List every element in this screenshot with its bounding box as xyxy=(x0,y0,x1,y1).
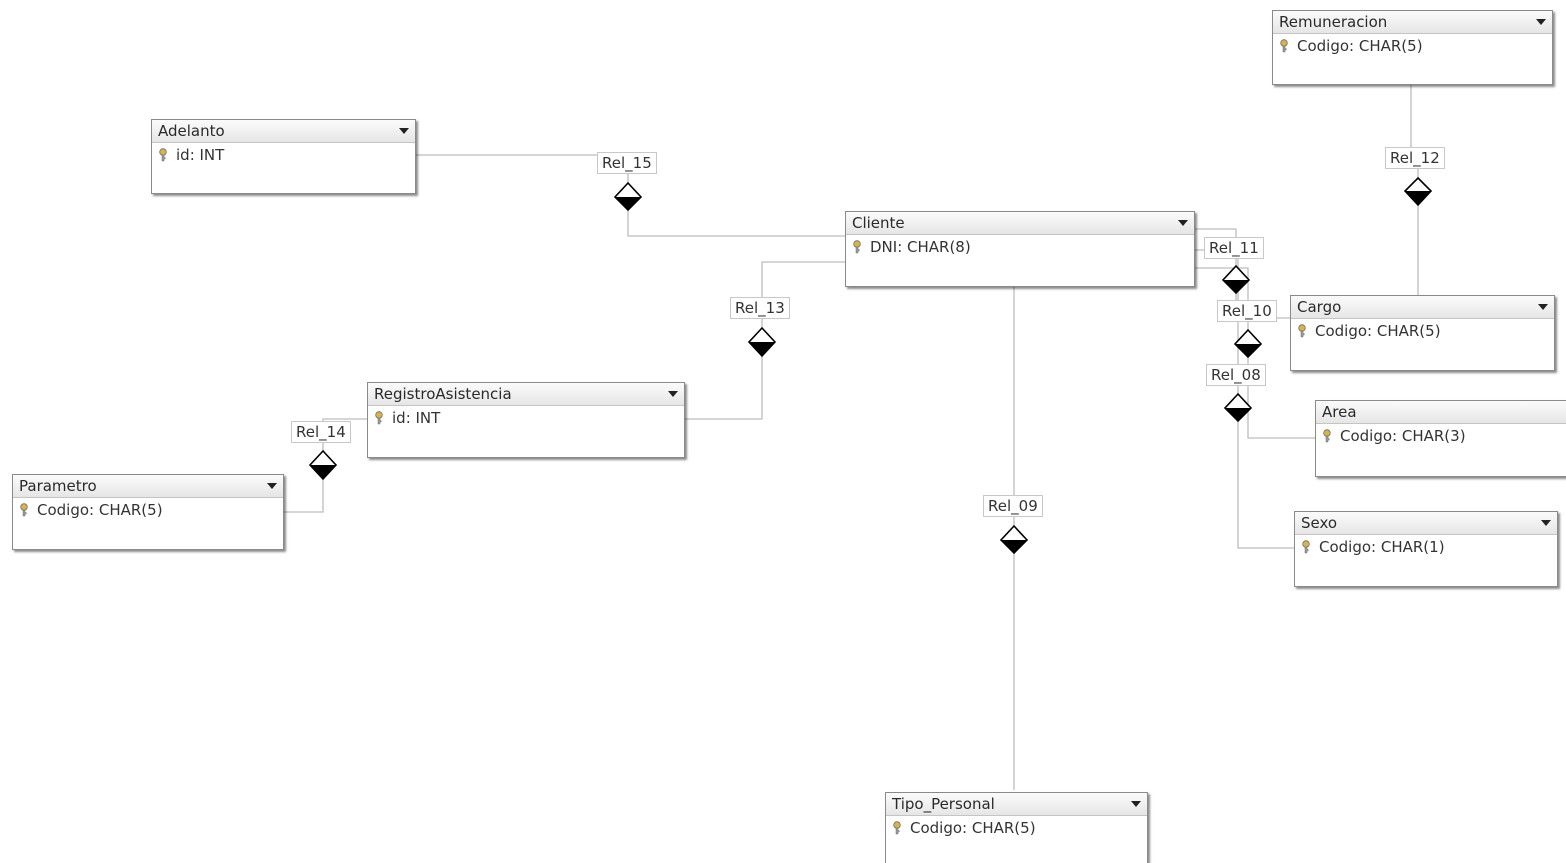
key-icon xyxy=(893,821,901,835)
attribute-text: Codigo: CHAR(5) xyxy=(1315,322,1441,340)
key-icon xyxy=(853,240,861,254)
primary-key-attribute: id: INT xyxy=(368,406,684,430)
primary-key-attribute: Codigo: CHAR(5) xyxy=(1291,319,1554,343)
entity-title: Tipo_Personal xyxy=(892,795,995,813)
entity-adelanto[interactable]: Adelanto id: INT xyxy=(151,119,416,194)
entity-parametro[interactable]: Parametro Codigo: CHAR(5) xyxy=(12,474,284,550)
entity-title: Cargo xyxy=(1297,298,1342,316)
rel-label-13[interactable]: Rel_13 xyxy=(730,297,790,319)
attribute-text: Codigo: CHAR(5) xyxy=(910,819,1036,837)
entity-header[interactable]: Sexo xyxy=(1295,512,1557,535)
entity-title: Adelanto xyxy=(158,122,225,140)
rel-label-08[interactable]: Rel_08 xyxy=(1206,364,1266,386)
entity-title: Parametro xyxy=(19,477,97,495)
connector-rel-15-b xyxy=(627,210,846,237)
attribute-text: DNI: CHAR(8) xyxy=(870,238,971,256)
primary-key-attribute: Codigo: CHAR(5) xyxy=(13,498,283,522)
key-icon xyxy=(1280,39,1288,53)
dropdown-arrow-icon[interactable] xyxy=(399,128,409,134)
dropdown-arrow-icon[interactable] xyxy=(267,483,277,489)
entity-cliente[interactable]: Cliente DNI: CHAR(8) xyxy=(845,211,1195,287)
attribute-text: Codigo: CHAR(3) xyxy=(1340,427,1466,445)
entity-header[interactable]: Remuneracion xyxy=(1273,11,1552,34)
rel-label-10[interactable]: Rel_10 xyxy=(1217,300,1277,322)
connector-rel-08-b xyxy=(1237,421,1294,549)
attribute-text: Codigo: CHAR(5) xyxy=(1297,37,1423,55)
primary-key-attribute: DNI: CHAR(8) xyxy=(846,235,1194,259)
entity-registro-asistencia[interactable]: RegistroAsistencia id: INT xyxy=(367,382,685,458)
dropdown-arrow-icon[interactable] xyxy=(1536,19,1546,25)
entity-header[interactable]: Cargo xyxy=(1291,296,1554,319)
entity-title: Area xyxy=(1322,403,1357,421)
primary-key-attribute: Codigo: CHAR(1) xyxy=(1295,535,1557,559)
entity-sexo[interactable]: Sexo Codigo: CHAR(1) xyxy=(1294,511,1558,587)
entity-header[interactable]: Adelanto xyxy=(152,120,415,143)
entity-area[interactable]: Area Codigo: CHAR(3) xyxy=(1315,400,1566,477)
dropdown-arrow-icon[interactable] xyxy=(668,391,678,397)
rel-label-15[interactable]: Rel_15 xyxy=(597,152,657,174)
entity-cargo[interactable]: Cargo Codigo: CHAR(5) xyxy=(1290,295,1555,371)
entity-title: Cliente xyxy=(852,214,905,232)
entity-header[interactable]: Cliente xyxy=(846,212,1194,235)
entity-header[interactable]: Parametro xyxy=(13,475,283,498)
entity-remuneracion[interactable]: Remuneracion Codigo: CHAR(5) xyxy=(1272,10,1553,85)
primary-key-attribute: Codigo: CHAR(3) xyxy=(1316,424,1566,448)
key-icon xyxy=(1298,324,1306,338)
dropdown-arrow-icon[interactable] xyxy=(1178,220,1188,226)
key-icon xyxy=(375,411,383,425)
entity-tipo-personal[interactable]: Tipo_Personal Codigo: CHAR(5) xyxy=(885,792,1148,863)
dropdown-arrow-icon[interactable] xyxy=(1538,304,1548,310)
entity-title: Sexo xyxy=(1301,514,1338,532)
attribute-text: Codigo: CHAR(5) xyxy=(37,501,163,519)
dropdown-arrow-icon[interactable] xyxy=(1541,520,1551,526)
rel-label-14[interactable]: Rel_14 xyxy=(291,421,351,443)
attribute-text: Codigo: CHAR(1) xyxy=(1319,538,1445,556)
primary-key-attribute: Codigo: CHAR(5) xyxy=(886,816,1147,840)
entity-title: Remuneracion xyxy=(1279,13,1388,31)
primary-key-attribute: Codigo: CHAR(5) xyxy=(1273,34,1552,58)
attribute-text: id: INT xyxy=(176,146,225,164)
key-icon xyxy=(1323,429,1331,443)
dropdown-arrow-icon[interactable] xyxy=(1131,801,1141,807)
attribute-text: id: INT xyxy=(392,409,441,427)
entity-title: RegistroAsistencia xyxy=(374,385,512,403)
key-icon xyxy=(1302,540,1310,554)
connector-rel-14-b xyxy=(284,479,324,513)
key-icon xyxy=(20,503,28,517)
entity-header[interactable]: Area xyxy=(1316,401,1566,424)
rel-label-09[interactable]: Rel_09 xyxy=(983,495,1043,517)
key-icon xyxy=(159,148,167,162)
entity-header[interactable]: RegistroAsistencia xyxy=(368,383,684,406)
connector-rel-13-b xyxy=(685,356,763,420)
primary-key-attribute: id: INT xyxy=(152,143,415,167)
rel-label-12[interactable]: Rel_12 xyxy=(1385,147,1445,169)
entity-header[interactable]: Tipo_Personal xyxy=(886,793,1147,816)
rel-label-11[interactable]: Rel_11 xyxy=(1204,237,1264,259)
